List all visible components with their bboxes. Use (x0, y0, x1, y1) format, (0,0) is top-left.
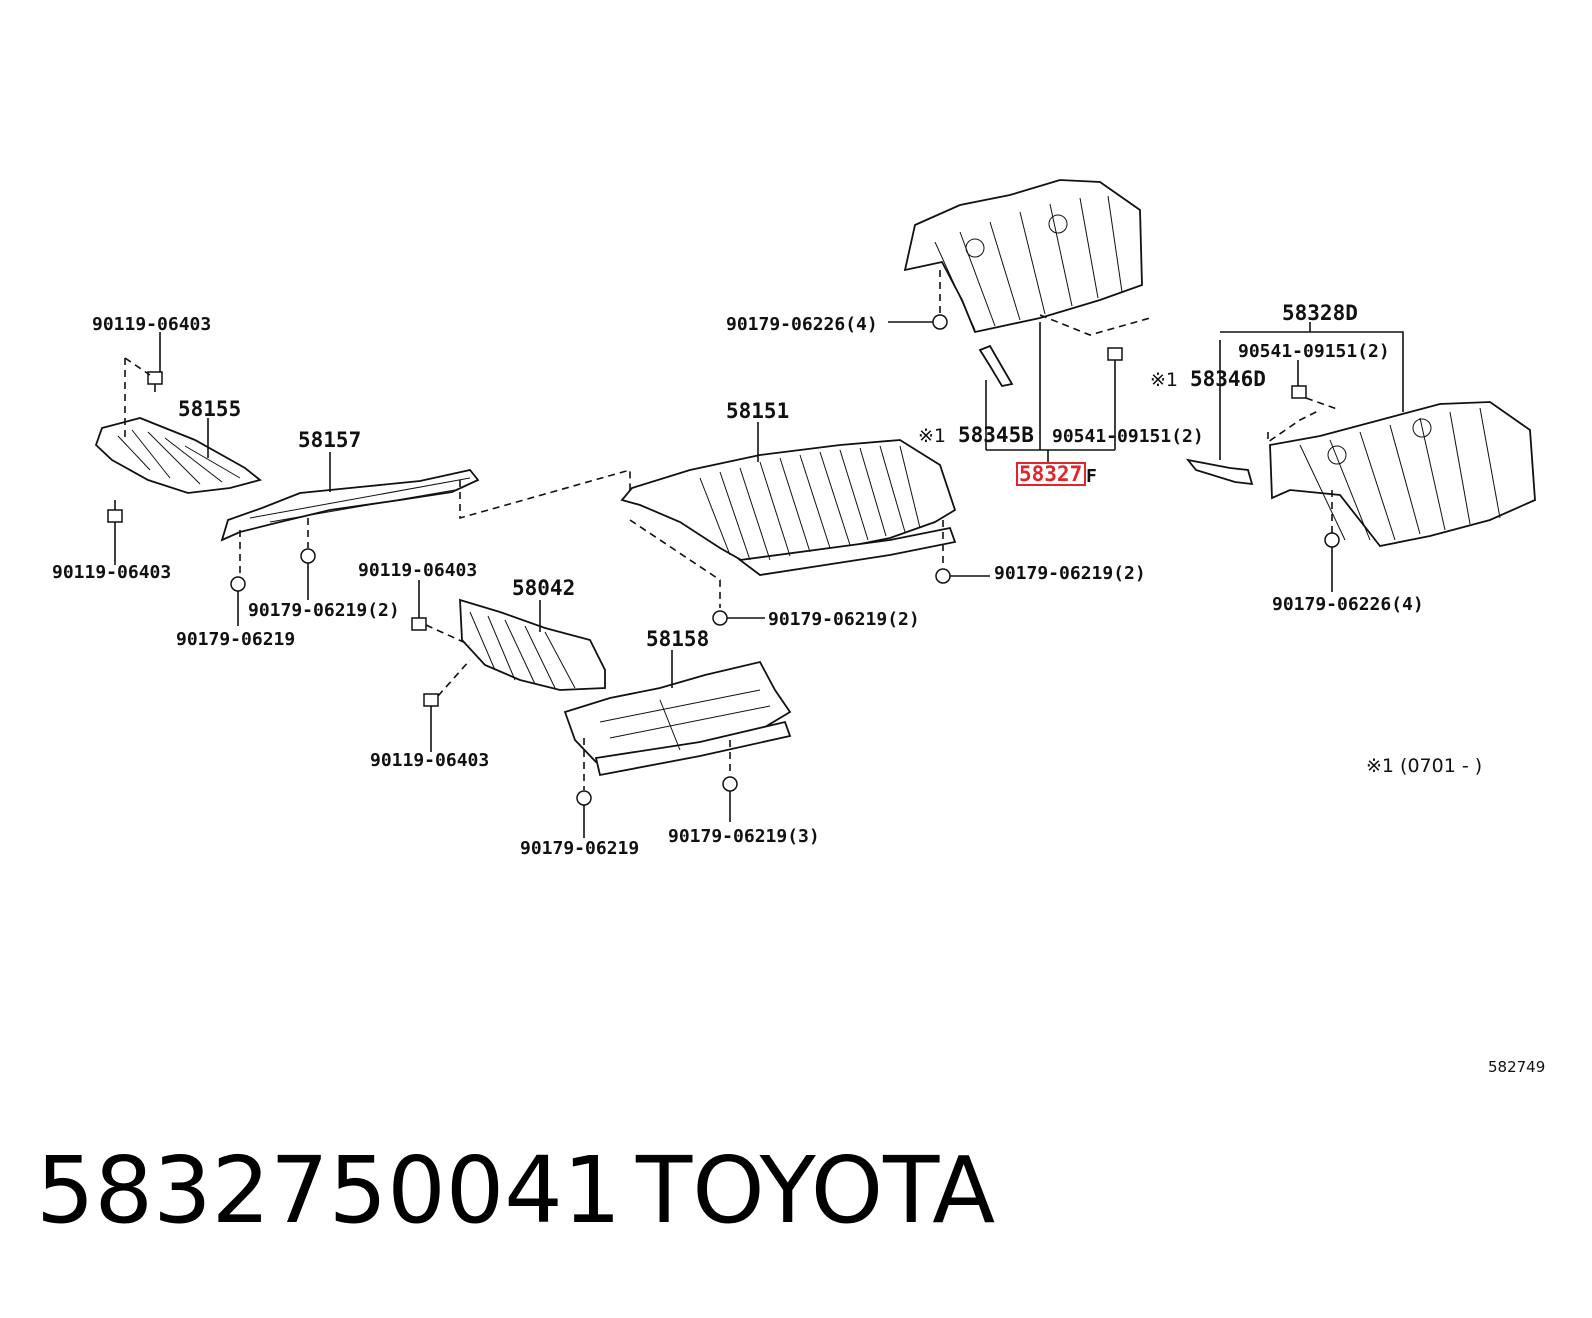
nut-icon (1291, 385, 1307, 399)
label-90541-09151-2[interactable]: 90541-09151(2) (1052, 426, 1204, 447)
footnote-mark: ※1 (1150, 369, 1178, 391)
label-90179-06219-2[interactable]: 90179-06219(2) (768, 609, 920, 630)
part-58155-shield[interactable] (94, 417, 262, 494)
label-58328D[interactable]: 58328D (1282, 301, 1358, 325)
part-number-caption: 5832750041 (36, 1137, 621, 1244)
label-58345B[interactable]: 58345B (958, 423, 1034, 447)
label-58155[interactable]: 58155 (178, 397, 241, 421)
bolt-icon (147, 371, 163, 392)
footnote-text: ※1 (0701 - ) (1366, 755, 1482, 777)
footnote-mark: ※1 (918, 425, 946, 447)
clip-icon (722, 776, 738, 792)
label-90179-06219[interactable]: 90179-06219 (176, 629, 295, 650)
clip-icon (935, 568, 951, 584)
label-90179-06219-3[interactable]: 90179-06219(3) (668, 826, 820, 847)
part-58042-shield[interactable] (459, 598, 606, 691)
clip-icon (932, 314, 948, 330)
label-90179-06219-2[interactable]: 90179-06219(2) (248, 600, 400, 621)
label-58158[interactable]: 58158 (646, 627, 709, 651)
bolt-icon (107, 500, 123, 523)
bolt-icon (411, 617, 427, 631)
clip-icon (230, 576, 246, 592)
part-58158-shield[interactable] (563, 660, 792, 777)
label-58151[interactable]: 58151 (726, 399, 789, 423)
part-58328D-shield[interactable] (1269, 401, 1536, 547)
clip-icon (300, 548, 316, 564)
part-58346D-bracket[interactable] (1185, 458, 1254, 486)
label-90179-06226-4[interactable]: 90179-06226(4) (726, 314, 878, 335)
part-58157-shield[interactable] (220, 469, 480, 542)
clip-icon (712, 610, 728, 626)
label-90119-06403[interactable]: 90119-06403 (358, 560, 477, 581)
label-90179-06219[interactable]: 90179-06219 (520, 838, 639, 859)
label-90119-06403[interactable]: 90119-06403 (52, 562, 171, 583)
highlight-box (1016, 462, 1086, 486)
part-58151-shield[interactable] (620, 439, 957, 576)
label-58157[interactable]: 58157 (298, 428, 361, 452)
clip-icon (576, 790, 592, 806)
label-90119-06403[interactable]: 90119-06403 (370, 750, 489, 771)
label-90119-06403[interactable]: 90119-06403 (92, 314, 211, 335)
illustration-id: 582749 (1488, 1058, 1545, 1076)
label-58042[interactable]: 58042 (512, 576, 575, 600)
label-58346D[interactable]: 58346D (1190, 367, 1266, 391)
label-58327-suffix: F (1086, 466, 1097, 487)
part-58327F-shield[interactable] (903, 179, 1143, 334)
bolt-icon (423, 693, 439, 707)
part-58345B-bracket[interactable] (978, 344, 1014, 388)
label-90541-09151-2[interactable]: 90541-09151(2) (1238, 341, 1390, 362)
label-58327-highlighted[interactable]: 58327 (1019, 462, 1082, 486)
clip-icon (1324, 532, 1340, 548)
label-90179-06219-2[interactable]: 90179-06219(2) (994, 563, 1146, 584)
nut-icon (1107, 347, 1123, 361)
brand-caption: TOYOTA (635, 1137, 995, 1244)
label-90179-06226-4[interactable]: 90179-06226(4) (1272, 594, 1424, 615)
